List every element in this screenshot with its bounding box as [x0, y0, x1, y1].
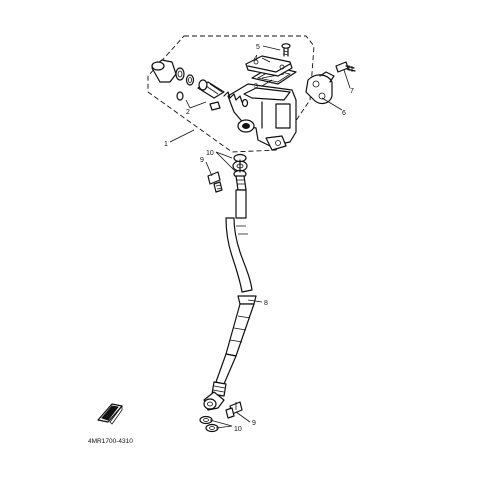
callout-9-upper: 9 [200, 157, 204, 164]
callout-1: 1 [164, 141, 168, 148]
drawing-code: 4MR1700-4310 [88, 438, 133, 445]
callout-9-lower: 9 [252, 420, 256, 427]
master-cylinder-body [227, 83, 297, 151]
callout-8: 8 [264, 300, 268, 307]
union-bolt-upper [207, 171, 223, 193]
callout-10-upper: 10 [206, 150, 214, 157]
master-cylinder-holder [305, 71, 335, 105]
callout-5: 5 [256, 44, 260, 51]
assembly-boundary [147, 35, 315, 153]
callout-10-lower: 10 [234, 426, 242, 433]
callout-3: 3 [254, 83, 258, 90]
cap-screw [281, 43, 291, 57]
holder-bolt [335, 61, 356, 73]
piston-kit [151, 59, 249, 111]
callout-2: 2 [186, 109, 190, 116]
callout-7: 7 [350, 88, 354, 95]
union-bolt-lower [225, 401, 243, 419]
upper-union-fitting [232, 153, 248, 179]
reservoir-cap [245, 55, 293, 77]
callout-6: 6 [342, 110, 346, 117]
brake-hose [211, 175, 257, 397]
orientation-symbol [97, 403, 123, 425]
callout-labels: 5 4 3 6 7 1 2 10 9 8 9 10 [164, 44, 354, 433]
callout-4: 4 [254, 55, 258, 62]
leader-lines [169, 45, 351, 429]
lower-union-fitting [199, 391, 225, 433]
